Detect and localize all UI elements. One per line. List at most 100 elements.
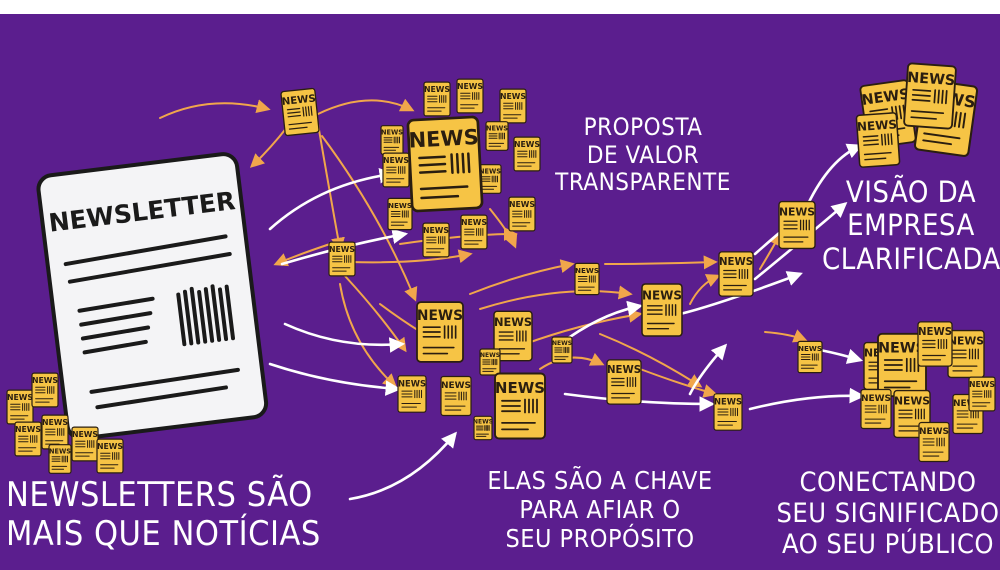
news-card: NEWS xyxy=(328,241,356,277)
news-card-label: NEWS xyxy=(607,365,641,376)
orange-arrow-20 xyxy=(489,208,518,249)
news-card: NEWS xyxy=(96,438,124,474)
news-card-label: NEWS xyxy=(329,245,355,254)
orange-arrow-4 xyxy=(321,135,418,302)
white-arrow-34 xyxy=(818,348,863,364)
orange-arrow-11 xyxy=(479,285,633,310)
news-card-label: NEWS xyxy=(798,344,822,353)
news-card-label: NEWS xyxy=(423,226,449,235)
news-card-label: NEWS xyxy=(97,442,123,451)
white-arrow-31 xyxy=(678,271,803,316)
caption-visao: VISÃO DA EMPRESA CLARIFICADA xyxy=(822,175,1000,276)
news-card-label: NEWS xyxy=(918,327,952,338)
news-card: NEWS xyxy=(855,112,901,168)
news-card: NEWS xyxy=(406,115,484,213)
news-card: NEWS xyxy=(440,375,472,417)
news-card: NEWS xyxy=(397,375,427,413)
news-card-label: NEWS xyxy=(398,379,426,389)
news-card-label: NEWS xyxy=(32,376,58,385)
news-card-label: NEWS xyxy=(494,315,532,329)
news-card: NEWS xyxy=(31,372,59,408)
news-card: NEWS xyxy=(574,262,600,296)
news-card: NEWS xyxy=(713,393,743,431)
news-card: NEWS xyxy=(478,164,502,194)
news-card: NEWS xyxy=(460,214,488,250)
white-arrow-33 xyxy=(748,387,866,411)
news-card: NEWS xyxy=(947,329,985,379)
orange-arrow-9 xyxy=(399,227,518,245)
news-card: NEWS xyxy=(718,251,754,297)
news-card: NEWS xyxy=(968,376,996,412)
news-card-label: NEWS xyxy=(779,206,815,219)
news-card-label: NEWS xyxy=(907,70,956,89)
news-card: NEWS xyxy=(41,414,69,450)
news-card: NEWS xyxy=(382,152,410,188)
news-card-label: NEWS xyxy=(719,257,753,268)
news-card-label: NEWS xyxy=(479,167,501,175)
news-card: NEWS xyxy=(551,336,573,364)
news-card: NEWS xyxy=(494,372,546,440)
news-card-label: NEWS xyxy=(461,218,487,227)
orange-arrow-12 xyxy=(524,308,643,345)
news-card: NEWS xyxy=(877,332,927,398)
news-card-label: NEWS xyxy=(552,340,572,347)
white-arrow-32 xyxy=(688,343,728,396)
news-card: NEWS xyxy=(71,426,99,462)
news-card-label: NEWS xyxy=(894,395,930,408)
news-card-label: NEWS xyxy=(480,352,500,359)
news-card-label: NEWS xyxy=(388,201,412,210)
news-card-label: NEWS xyxy=(417,308,463,324)
orange-arrow-2 xyxy=(317,98,415,115)
news-card-label: NEWS xyxy=(500,92,526,101)
news-card-label: NEWS xyxy=(514,140,540,149)
news-card-label: NEWS xyxy=(509,200,535,209)
orange-arrow-6 xyxy=(349,249,473,264)
news-card: NEWS xyxy=(280,87,320,137)
news-card: NEWS xyxy=(473,415,493,441)
caption-newsletters: NEWSLETTERS SÃO MAIS QUE NOTÍCIAS xyxy=(6,475,321,555)
news-card-label: NEWS xyxy=(281,93,316,108)
orange-arrow-7 xyxy=(344,275,407,353)
news-card: NEWS xyxy=(493,310,533,362)
news-card: NEWS xyxy=(6,389,34,425)
news-card-label: NEWS xyxy=(49,447,71,455)
orange-arrow-1 xyxy=(249,125,289,168)
caption-proposta: PROPOSTA DE VALOR TRANSPARENTE xyxy=(555,113,731,197)
news-card: NEWS xyxy=(48,444,72,474)
newsletter-document: NEWSLETTER xyxy=(36,152,269,441)
white-arrow-22 xyxy=(268,167,396,231)
news-card-label: NEWS xyxy=(575,266,599,275)
news-card: NEWS xyxy=(513,136,541,172)
news-card: NEWS xyxy=(918,421,950,463)
news-card-label: NEWS xyxy=(72,430,98,439)
news-card: NEWS xyxy=(456,78,484,114)
news-card: NEWS xyxy=(499,88,527,124)
news-card-label: NEWS xyxy=(856,117,897,134)
news-card-label: NEWS xyxy=(969,380,995,389)
news-card: NEWS xyxy=(423,81,451,117)
news-card-label: NEWS xyxy=(383,156,409,165)
news-card-label: NEWS xyxy=(381,128,403,136)
white-arrow-28 xyxy=(806,143,863,206)
news-card-label: NEWS xyxy=(642,289,682,303)
news-card-label: NEWS xyxy=(486,124,508,132)
white-arrow-25 xyxy=(268,362,402,396)
news-card-label: NEWS xyxy=(714,397,742,407)
orange-arrow-19 xyxy=(599,333,703,388)
orange-arrow-10 xyxy=(469,259,575,295)
white-arrow-35 xyxy=(348,431,457,501)
orange-arrow-0 xyxy=(159,99,271,119)
news-card-label: NEWS xyxy=(878,341,926,357)
white-arrow-24 xyxy=(283,322,406,353)
news-card-label: NEWS xyxy=(495,379,545,397)
news-card: NEWS xyxy=(387,197,413,231)
news-card-label: NEWS xyxy=(457,82,483,91)
news-card: NEWS xyxy=(797,340,823,374)
news-card-label: NEWS xyxy=(408,125,479,153)
orange-arrow-14 xyxy=(604,255,718,270)
news-card-label: NEWS xyxy=(953,399,983,409)
orange-arrow-8 xyxy=(339,283,398,388)
news-card: NEWS xyxy=(860,388,892,430)
